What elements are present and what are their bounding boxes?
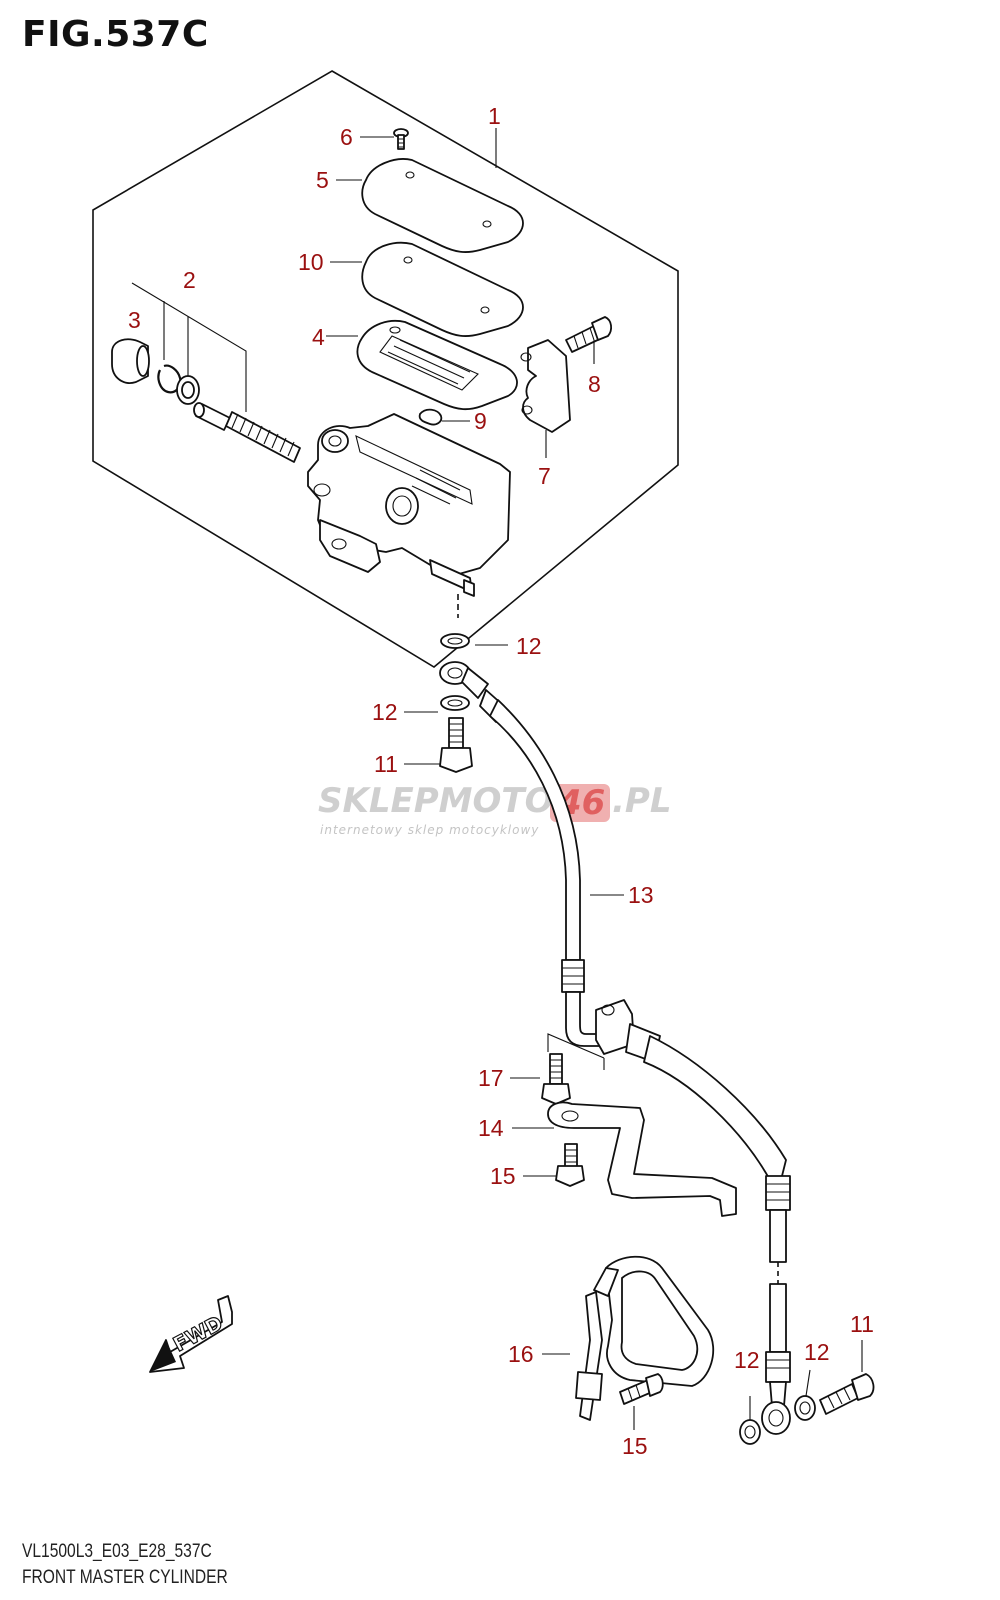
part-7-clamp-holder (520, 339, 571, 433)
forward-direction-arrow: FWD (149, 1295, 233, 1373)
watermark-brand-prefix: SKLEPMOTO (318, 781, 553, 821)
callout-2: 2 (183, 267, 196, 293)
callout-1: 1 (488, 103, 501, 129)
callout-7: 7 (538, 463, 551, 489)
callout-17: 17 (478, 1065, 504, 1091)
callout-13: 13 (628, 882, 654, 908)
part-5-reservoir-cap (361, 158, 524, 253)
callout-15-upper: 15 (490, 1163, 516, 1189)
part-11-union-bolt-upper (439, 717, 473, 773)
part-12-washer-lower-left (739, 1419, 761, 1445)
part-15-bolt-lower (619, 1373, 664, 1405)
part-13-brake-hose (479, 689, 791, 1435)
callout-15-lower: 15 (622, 1433, 648, 1459)
banjo-fitting-upper (439, 661, 489, 699)
part-2-piston-spring (193, 402, 301, 463)
part-16-hose-guide (575, 1255, 715, 1421)
callout-4: 4 (312, 324, 325, 350)
watermark: SKLEPMOTO 46 .PL internetowy sklep motoc… (318, 781, 672, 837)
master-cylinder-body (307, 413, 511, 618)
reference-code: VL1500L3_E03_E28_537C (22, 1541, 212, 1562)
callout-8: 8 (588, 371, 601, 397)
callout-11-lower: 11 (850, 1311, 874, 1337)
figure-title: FIG.537C (22, 14, 209, 55)
assembly-boundary (92, 70, 679, 668)
part-17-bolt (541, 1053, 571, 1105)
part-6-screw (393, 128, 409, 150)
callout-14: 14 (478, 1115, 504, 1141)
part-12-washer-lower-right (794, 1395, 816, 1421)
callout-10: 10 (298, 249, 324, 275)
callout-16: 16 (508, 1341, 534, 1367)
bracket-lines-2-3 (131, 282, 247, 412)
watermark-tagline: internetowy sklep motocyklowy (320, 823, 539, 837)
watermark-brand-suffix: .PL (612, 781, 672, 821)
callout-labels: 1 2 3 4 5 6 7 8 9 10 11 12 12 12 12 11 1… (128, 103, 874, 1459)
callout-11-upper: 11 (374, 751, 398, 777)
fwd-label: FWD (169, 1311, 226, 1357)
callout-3: 3 (128, 307, 141, 333)
callout-12-upper: 12 (516, 633, 542, 659)
callout-12-middle: 12 (372, 699, 398, 725)
figure-caption: FRONT MASTER CYLINDER (22, 1567, 228, 1588)
part-15-bolt-upper (555, 1143, 585, 1187)
leader-lines (326, 128, 863, 1430)
part-10-diaphragm-plate (361, 241, 524, 337)
part-12-washer-middle (440, 695, 470, 711)
part-14-hose-bracket (547, 1101, 737, 1217)
part-2-piston-seal (176, 375, 200, 405)
callout-9: 9 (474, 408, 487, 434)
part-11-union-bolt-lower (819, 1373, 875, 1415)
callout-6: 6 (340, 124, 353, 150)
part-3-dust-boot (111, 338, 150, 384)
callout-12-lower-right: 12 (804, 1339, 830, 1365)
part-9-clip (418, 408, 443, 426)
callout-12-lower-left: 12 (734, 1347, 760, 1373)
part-4-diaphragm (356, 320, 518, 411)
part-12-washer-upper (440, 633, 470, 649)
callout-5: 5 (316, 167, 329, 193)
part-8-clamp-bolt (565, 316, 612, 353)
